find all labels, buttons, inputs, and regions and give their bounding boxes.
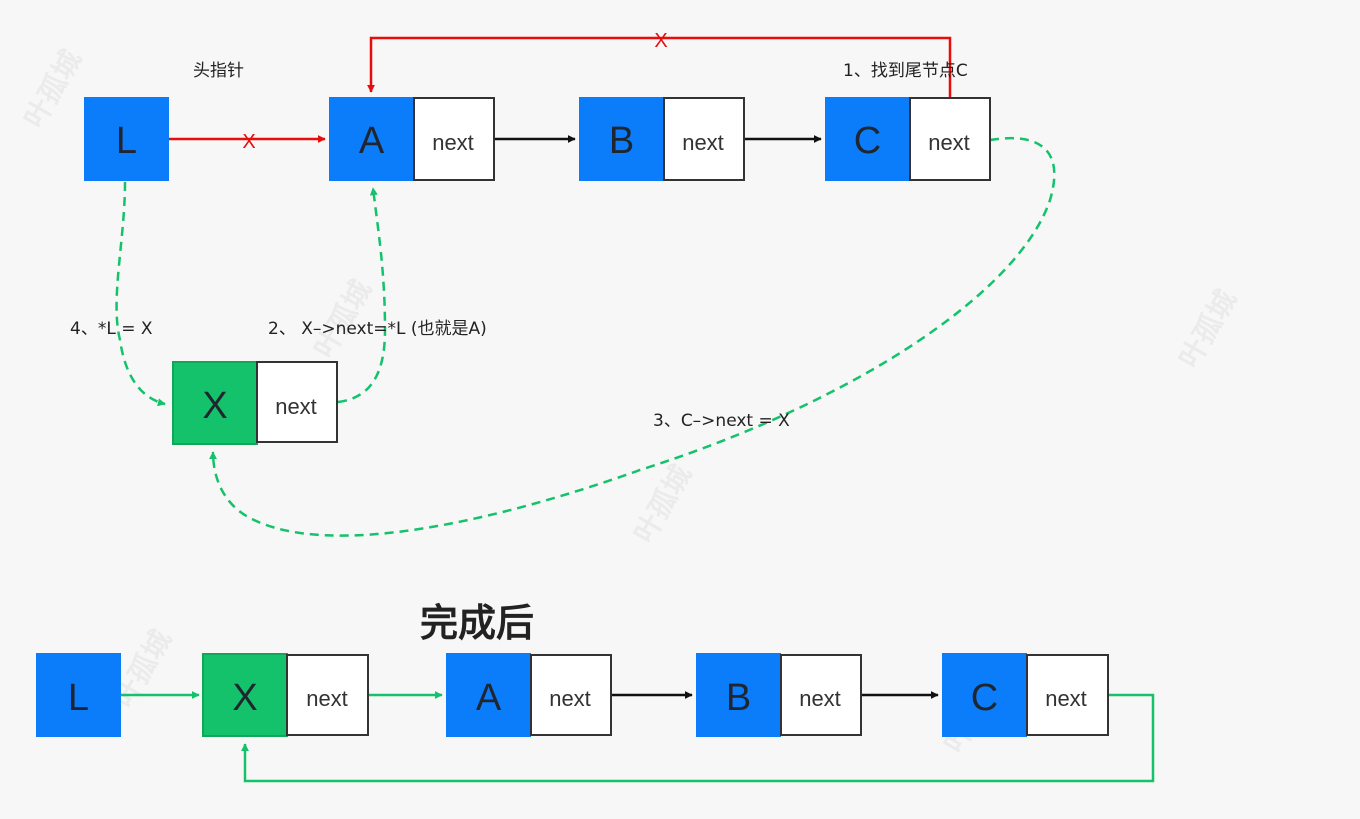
step2-annotation: 2、 X–>next=*L (也就是A) <box>268 319 487 339</box>
node-x-data <box>172 361 258 445</box>
node-x-label: X <box>202 385 227 427</box>
result-node-x-next <box>286 654 369 736</box>
node-a-label: A <box>359 120 385 162</box>
node-c-label: C <box>854 120 881 162</box>
result-node-a-data <box>446 653 531 737</box>
result-node-b-data <box>696 653 781 737</box>
result-node-c-next <box>1026 654 1109 736</box>
result-node-x: X next <box>202 653 369 737</box>
node-c-data <box>825 97 910 181</box>
top-node-x: X next <box>172 361 338 445</box>
watermark: 叶孤城 <box>1172 284 1243 373</box>
step1-annotation: 1、找到尾节点C <box>843 61 968 81</box>
result-node-a: A next <box>446 653 612 737</box>
result-node-b: B next <box>696 653 862 737</box>
step3-annotation: 3、C–>next = X <box>653 411 790 431</box>
result-node-c-next-label: next <box>1045 686 1087 711</box>
result-node-b-next <box>780 654 862 736</box>
node-b-data <box>579 97 664 181</box>
node-c-next <box>909 97 991 181</box>
old-tail-to-head-link <box>367 36 952 98</box>
top-node-b: B next <box>579 97 745 181</box>
result-node-l-label: L <box>68 677 89 719</box>
head-pointer-label: 头指针 <box>193 61 244 81</box>
result-title: 完成后 <box>420 601 534 645</box>
step4-link-head-to-x <box>115 181 166 407</box>
watermark: 叶孤城 <box>627 459 698 548</box>
result-node-b-next-label: next <box>799 686 841 711</box>
node-x-next-label: next <box>275 394 317 419</box>
node-l-label: L <box>116 120 137 162</box>
result-node-x-next-label: next <box>306 686 348 711</box>
result-node-a-label: A <box>476 677 502 719</box>
step2-link-x-to-a <box>337 187 387 404</box>
result-node-a-next <box>530 654 612 736</box>
result-node-c-label: C <box>971 677 998 719</box>
cross-mark-top: X <box>654 30 667 52</box>
result-node-c: C next <box>942 653 1109 737</box>
node-a-data <box>329 97 414 181</box>
watermark: 叶孤城 <box>17 44 88 133</box>
step4-annotation: 4、*L = X <box>70 319 153 339</box>
node-b-label: B <box>609 120 634 162</box>
result-node-x-label: X <box>232 677 257 719</box>
result-node-b-label: B <box>726 677 751 719</box>
node-b-next <box>663 97 745 181</box>
result-node-c-data <box>942 653 1027 737</box>
top-node-l: L <box>84 97 169 181</box>
cross-mark-head: X <box>242 131 255 153</box>
top-node-c: C next <box>825 97 991 181</box>
node-x-next <box>256 361 338 443</box>
node-l-box <box>84 97 169 181</box>
node-c-next-label: next <box>928 130 970 155</box>
node-b-next-label: next <box>682 130 724 155</box>
step3-link-c-to-x <box>209 136 1056 537</box>
result-node-l: L <box>36 653 121 737</box>
node-a-next <box>413 97 495 181</box>
result-node-a-next-label: next <box>549 686 591 711</box>
result-node-l-box <box>36 653 121 737</box>
node-a-next-label: next <box>432 130 474 155</box>
top-node-a: A next <box>329 97 495 181</box>
result-link-c-to-x <box>241 693 1155 783</box>
